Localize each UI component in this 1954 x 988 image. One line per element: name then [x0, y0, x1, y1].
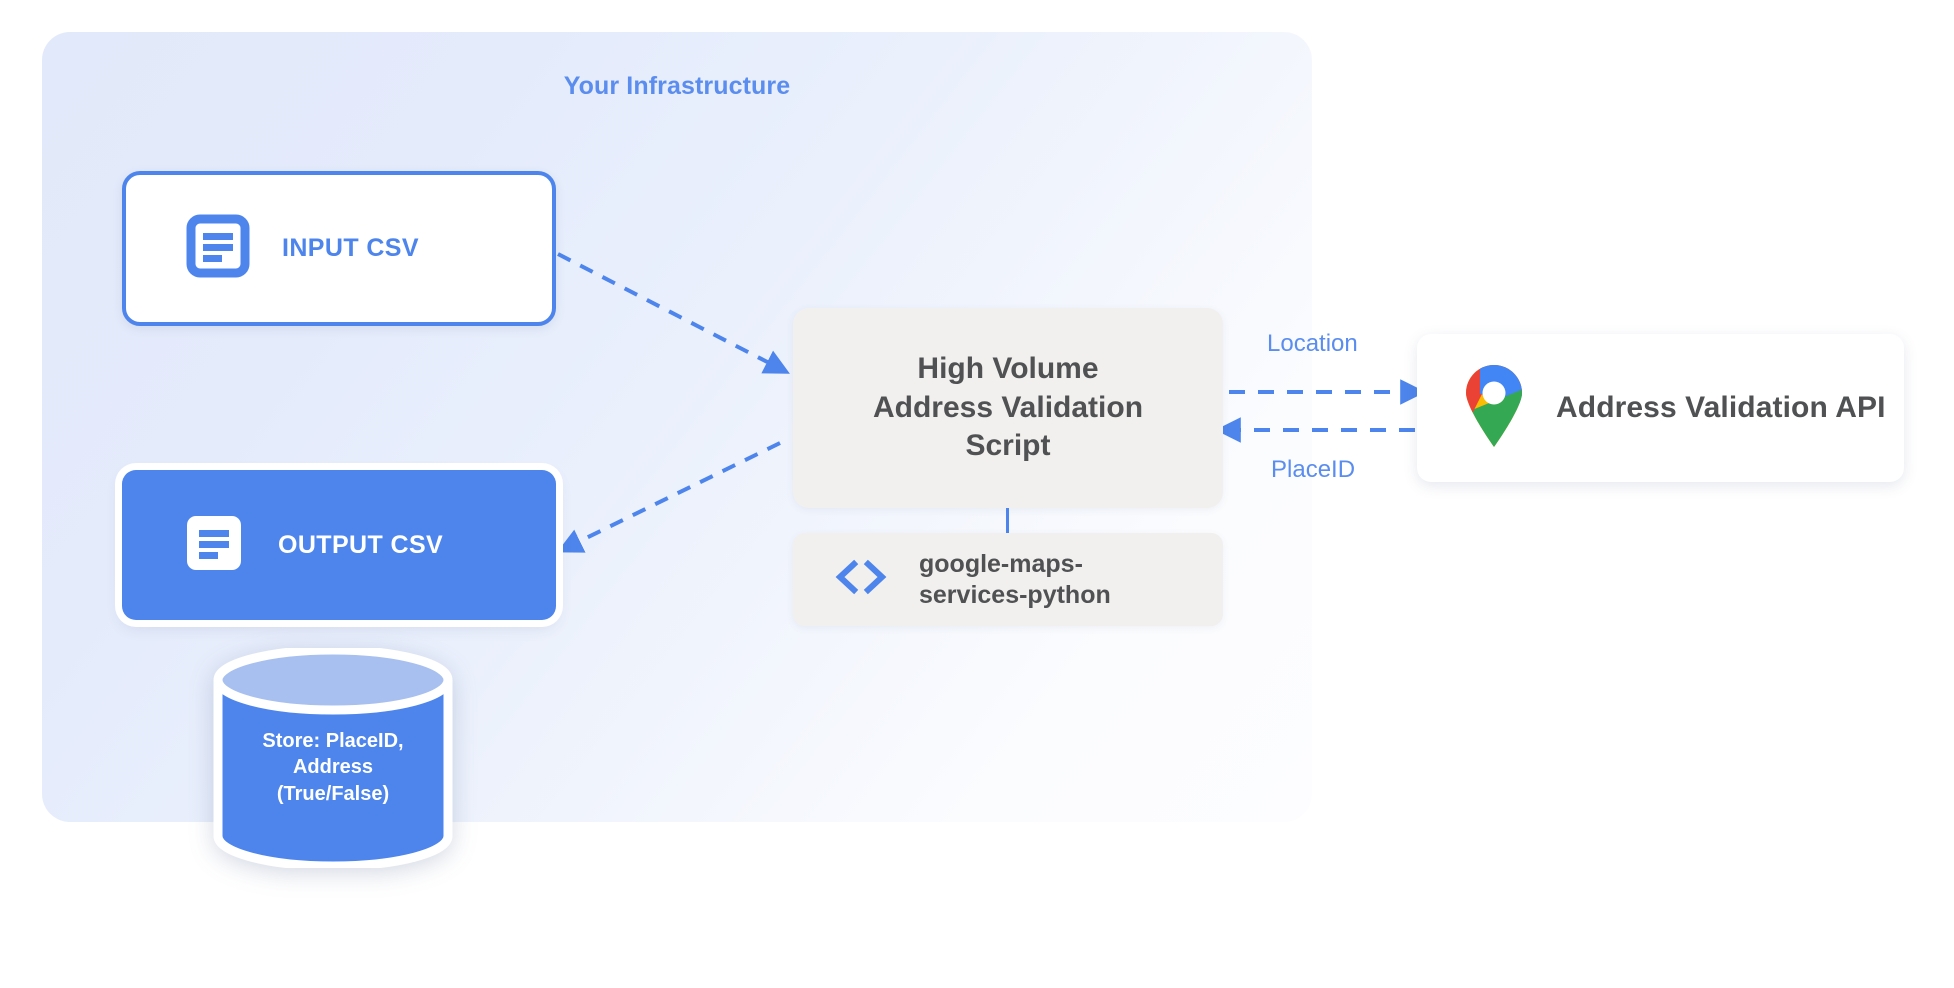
node-validation-script[interactable]: High Volume Address Validation Script	[793, 308, 1223, 508]
node-output-csv[interactable]: OUTPUT CSV	[122, 470, 556, 620]
node-input-csv-label: INPUT CSV	[282, 234, 419, 262]
document-icon	[186, 214, 250, 283]
node-database[interactable]: Store: PlaceID, Address (True/False)	[213, 648, 453, 868]
node-validation-script-label: High Volume Address Validation Script	[872, 351, 1144, 463]
node-output-csv-label: OUTPUT CSV	[278, 530, 444, 559]
node-address-validation-api-label: Address Validation API	[1556, 391, 1886, 424]
connector-label-placeid: PlaceID	[1271, 456, 1356, 483]
node-client-library[interactable]: google-maps- services-python	[793, 533, 1223, 626]
node-address-validation-api[interactable]: Address Validation API	[1417, 334, 1904, 482]
code-brackets-icon	[833, 557, 889, 602]
document-icon	[182, 511, 246, 580]
connector-script-to-library	[1006, 508, 1009, 534]
node-input-csv[interactable]: INPUT CSV	[122, 171, 556, 326]
infrastructure-panel-title: Your Infrastructure	[563, 72, 791, 100]
node-client-library-label: google-maps- services-python	[919, 549, 1111, 609]
database-cylinder-icon	[213, 648, 453, 868]
google-maps-pin-icon	[1462, 364, 1526, 453]
connector-label-location: Location	[1267, 330, 1358, 357]
